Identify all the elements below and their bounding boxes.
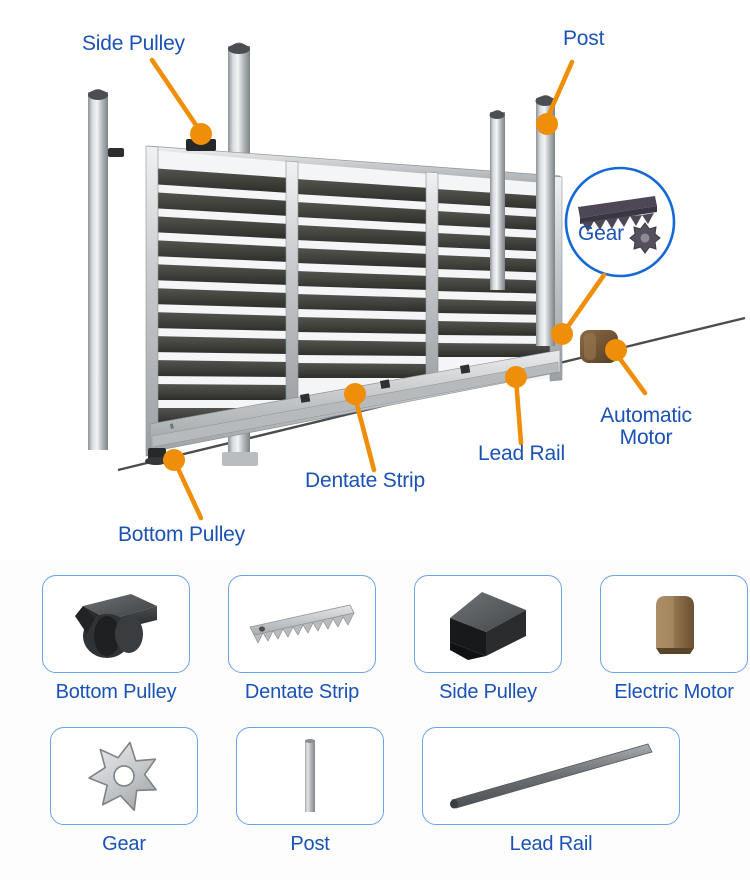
- gear-icon: [88, 741, 157, 812]
- gate-post-right-small: [489, 110, 505, 290]
- gear-callout-rack: [578, 196, 657, 232]
- gate-panel-b: [296, 163, 430, 407]
- gallery-caption-dentate-strip: Dentate Strip: [244, 681, 360, 703]
- dot-post: [536, 113, 558, 135]
- gate-diagram: Side Pulley Post Gear Automatic Motor Le…: [82, 27, 746, 546]
- dot-dentate-strip: [344, 383, 366, 405]
- gallery-caption-gear: Gear: [102, 833, 146, 855]
- side-pulley-icon: [450, 592, 526, 660]
- leader-post: [543, 59, 575, 124]
- parts-gallery-row-2: Gear Post: [0, 727, 750, 856]
- gallery-card-dentate-strip[interactable]: [228, 575, 376, 673]
- leader-lead-rail: [513, 376, 524, 446]
- dot-gear: [551, 323, 573, 345]
- post-icon: [305, 739, 315, 812]
- dot-automatic-motor: [605, 339, 627, 361]
- callout-label-dentate-strip: Dentate Strip: [305, 469, 425, 492]
- parts-gallery: Bottom Pulley Dentate Strip: [0, 560, 750, 880]
- lead-rail-icon: [450, 743, 653, 809]
- gallery-caption-bottom-pulley: Bottom Pulley: [55, 681, 177, 703]
- gate-panel-a: [150, 150, 290, 452]
- gallery-item-dentate-strip[interactable]: Dentate Strip: [228, 575, 376, 704]
- callout-label-automatic-motor: Automatic Motor: [600, 404, 692, 450]
- leader-dentate-strip: [352, 394, 377, 473]
- bottom-pulley-part: [145, 448, 167, 465]
- gallery-card-electric-motor[interactable]: [600, 575, 748, 673]
- gallery-item-gear[interactable]: Gear: [50, 727, 198, 856]
- gear-callout-circle: [564, 166, 676, 278]
- gallery-card-bottom-pulley[interactable]: [42, 575, 190, 673]
- gallery-item-lead-rail[interactable]: Lead Rail: [422, 727, 680, 856]
- dot-bottom-pulley: [163, 449, 185, 471]
- callout-label-lead-rail: Lead Rail: [478, 442, 565, 465]
- gallery-card-post[interactable]: [236, 727, 384, 825]
- gallery-caption-side-pulley: Side Pulley: [439, 681, 537, 703]
- gallery-card-lead-rail[interactable]: [422, 727, 680, 825]
- bottom-pulley-icon: [75, 594, 157, 658]
- callout-leader-lines: [149, 57, 648, 521]
- gallery-caption-electric-motor: Electric Motor: [614, 681, 734, 703]
- callout-label-gear: Gear: [578, 222, 624, 245]
- callout-dots: [163, 113, 627, 471]
- parts-gallery-row-1: Bottom Pulley Dentate Strip: [0, 575, 750, 704]
- gallery-item-electric-motor[interactable]: Electric Motor: [600, 575, 748, 704]
- gallery-caption-post: Post: [290, 833, 330, 855]
- callout-label-post: Post: [563, 27, 605, 50]
- gallery-card-side-pulley[interactable]: [414, 575, 562, 673]
- leader-side-pulley: [149, 57, 203, 134]
- gear-callout-gear: [629, 222, 661, 254]
- gate-illustration: [88, 42, 746, 521]
- gate-post-right: [535, 95, 555, 346]
- gallery-caption-lead-rail: Lead Rail: [509, 833, 593, 855]
- leader-bottom-pulley: [172, 459, 204, 521]
- gate-post-far-left: [88, 89, 124, 450]
- dot-side-pulley: [190, 123, 212, 145]
- dentate-strip-icon: [249, 604, 355, 644]
- gallery-item-bottom-pulley[interactable]: Bottom Pulley: [42, 575, 190, 704]
- leader-gear: [561, 272, 607, 335]
- gallery-item-side-pulley[interactable]: Side Pulley: [414, 575, 562, 704]
- callout-label-bottom-pulley: Bottom Pulley: [118, 523, 245, 546]
- gallery-item-post[interactable]: Post: [236, 727, 384, 856]
- gallery-card-gear[interactable]: [50, 727, 198, 825]
- callout-label-side-pulley: Side Pulley: [82, 32, 185, 55]
- electric-motor-icon: [656, 596, 694, 654]
- dot-lead-rail: [505, 366, 527, 388]
